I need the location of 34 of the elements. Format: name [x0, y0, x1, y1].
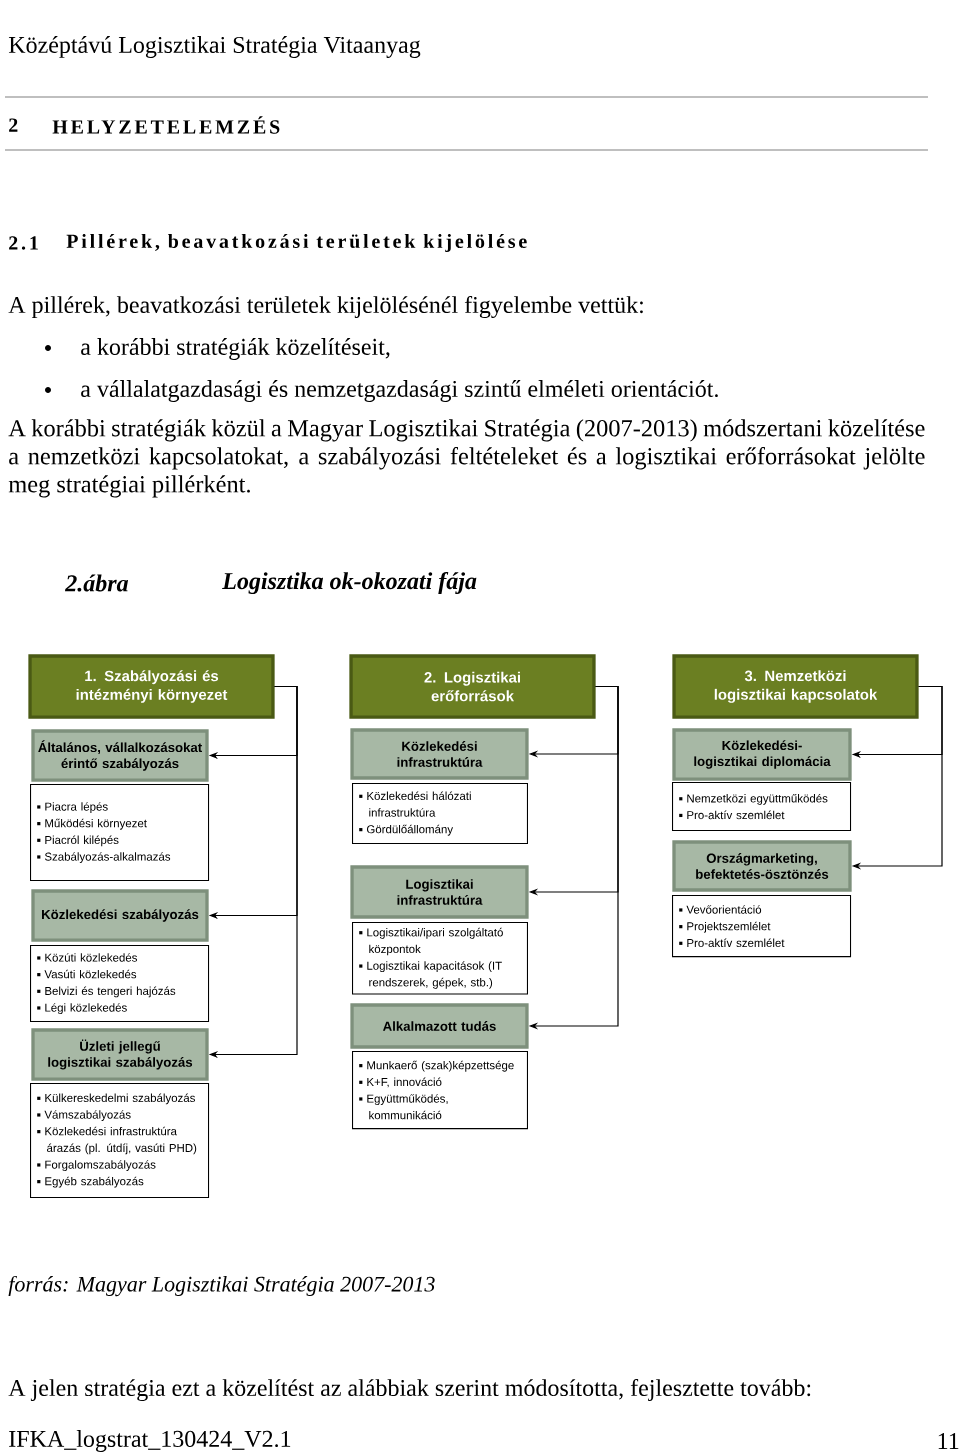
header-text: Középtávú Logisztikai Stratégia Vitaanyag — [8, 36, 421, 58]
page-number: 11 — [938, 1433, 959, 1449]
subcategory-box: Logisztikai infrastruktúra — [350, 865, 529, 919]
bullet-list-box: Közúti közlekedés Vasúti közlekedés Belvizi és tengeri hajózás Légi közlekedés — [30, 945, 210, 1023]
figure-title: Logisztika ok-okozati fája — [222, 572, 477, 594]
category-box: 2. Logisztikai erőforrások — [349, 654, 596, 719]
category-box: 1. Szabályozási és intézményi környezet — [28, 654, 275, 719]
subcategory-box: Üzleti jellegű logisztikai szabályozás — [31, 1028, 209, 1081]
bullet-list-box: Nemzetközi együttműködés Pro-aktív szemlélet — [672, 782, 852, 832]
paragraph: A korábbi stratégiák közül a Magyar Logisztikai Stratégia (2007-2013) módszertani közelítése a nemzetközi kapcsolatokat, a szabályozási feltételeket és a logisztikai erőforrásokat jelölte meg stratégiai pillérként. — [8, 419, 925, 498]
bullet-list-box: Logisztikai/ipari szolgáltató központok Logisztikai kapacitások (IT rendszerek, gépek, stb.) — [352, 922, 528, 995]
paragraph: A jelen stratégia ezt a közelítést az alábbiak szerint módosította, fejlesztette tovább: — [8, 1378, 811, 1402]
subcategory-box: Általános, vállalkozásokat érintő szabályozás — [31, 729, 209, 782]
bullet-list-box: Piacra lépés Működési környezet Piacról kilépés Szabályozás-alkalmazás — [30, 784, 210, 882]
bullet-list-box: Közlekedési hálózati infrastruktúra Gördülőállomány — [352, 783, 528, 845]
subcategory-box: Országmarketing, befektetés-ösztönzés — [672, 840, 852, 892]
paragraph: A pillérek, beavatkozási területek kijelölésénél figyelembe vettük: — [8, 296, 643, 319]
bullet-list-box: Munkaerő (szak)képzettsége K+F, innováció Együttműködés, kommunikáció — [352, 1051, 528, 1130]
subcategory-box: Közlekedési szabályozás — [31, 889, 209, 942]
bullet-list-box: Külkereskedelmi szabályozás Vámszabályozás Közlekedési infrastruktúra árazás (pl. útdíj, vasúti PHD) Forgalomszabályozás Egyéb szabályozás — [30, 1083, 210, 1199]
heading: Pillérek, beavatkozási területek kijelölése — [66, 233, 527, 253]
bullet-list-box: Vevőorientáció Projektszemlélet Pro-aktív szemlélet — [672, 895, 852, 958]
bullet-item: a vállalatgazdasági és nemzetgazdasági szintű elméleti orientációt. — [81, 380, 718, 402]
heading-number: 2 — [9, 118, 18, 132]
heading-number: 2.1 — [9, 236, 38, 250]
footer-text: IFKA_logstrat_130424_V2.1 — [9, 1430, 291, 1452]
subcategory-box: Alkalmazott tudás — [350, 1003, 529, 1049]
caption: forrás: Magyar Logisztikai Stratégia 2007-2013 — [8, 1275, 435, 1297]
figure-number: 2.ábra — [64, 574, 129, 592]
category-box: 3. Nemzetközi logisztikai kapcsolatok — [672, 654, 919, 719]
subcategory-box: Közlekedési infrastruktúra — [350, 728, 529, 780]
bullet-item: a korábbi stratégiák közelítéseit, — [81, 338, 390, 360]
subcategory-box: Közlekedési-logisztikai diplomácia — [672, 728, 852, 781]
heading: HELYZETELEMZÉS — [52, 116, 280, 134]
